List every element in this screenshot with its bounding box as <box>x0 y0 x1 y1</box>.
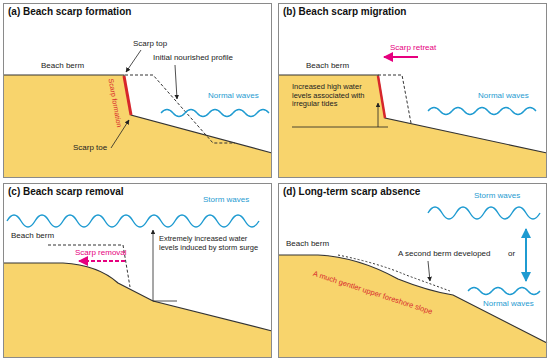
profile-line <box>3 263 272 331</box>
annotation-label: A second berm developed <box>398 249 491 258</box>
annotation-label: Scarp toe <box>73 143 107 152</box>
water-level-line <box>292 127 388 128</box>
panel-d-art <box>278 207 547 358</box>
annotation-label: Storm waves <box>203 195 249 204</box>
leader-line <box>175 65 177 99</box>
wave-line <box>428 108 536 115</box>
annotation-label: Beach berm <box>41 61 84 70</box>
retreat-arrow <box>384 56 418 58</box>
sand <box>3 75 272 178</box>
panel-heading: (c) Beach scarp removal <box>8 186 124 197</box>
panel-c-art <box>3 215 272 358</box>
sand <box>3 263 272 358</box>
annotation-label: Scarp retreat <box>390 43 436 52</box>
double-arrow <box>525 229 527 281</box>
leader-line <box>428 261 430 281</box>
storm-wave-line <box>7 215 259 227</box>
annotation-label: or <box>508 249 515 258</box>
annotation-label: Normal waves <box>478 91 529 100</box>
annotation-label: Scarp top <box>133 39 167 48</box>
rise-arrow <box>378 103 379 127</box>
panel: (c) Beach scarp removal <box>3 183 272 358</box>
panel-heading: (d) Long-term scarp absence <box>283 186 420 197</box>
surge-arrow <box>153 230 154 301</box>
leader-line <box>126 50 141 72</box>
wave-line <box>468 288 540 295</box>
panel-b-art <box>278 57 547 178</box>
annotation-label: Beach berm <box>11 231 54 240</box>
removal-arrow <box>79 260 125 262</box>
annotation-label: Storm waves <box>474 191 520 200</box>
previous-profile <box>48 245 130 287</box>
initial-profile <box>125 75 235 143</box>
scarp-face <box>378 76 385 118</box>
profile-line <box>278 255 547 343</box>
wave-line <box>161 110 269 117</box>
annotation-label: Normal waves <box>208 91 259 100</box>
panel-heading: (b) Beach scarp migration <box>283 6 406 17</box>
storm-wave-line <box>428 207 540 219</box>
scarp-face <box>124 76 131 115</box>
annotation-label: Beach berm <box>286 239 329 248</box>
annotation-label: Initial nourished profile <box>153 53 233 62</box>
annotation-label: Beach berm <box>306 61 349 70</box>
annotation-label: Increased high water levels associated w… <box>292 83 374 109</box>
sand <box>278 255 547 358</box>
previous-profile <box>378 75 411 123</box>
panel-a-art <box>3 50 272 178</box>
annotation-label: Extremely increased water levels induced… <box>159 235 267 252</box>
panel-heading: (a) Beach scarp formation <box>8 6 131 17</box>
sand <box>278 75 547 178</box>
profile-line <box>3 75 272 153</box>
profile-line <box>278 75 547 153</box>
annotation-label: Normal waves <box>483 299 534 308</box>
water-level-line <box>153 301 177 302</box>
annotation-label: Scarp removal <box>75 248 127 257</box>
panel: (a) Beach scarp formation <box>3 3 272 178</box>
